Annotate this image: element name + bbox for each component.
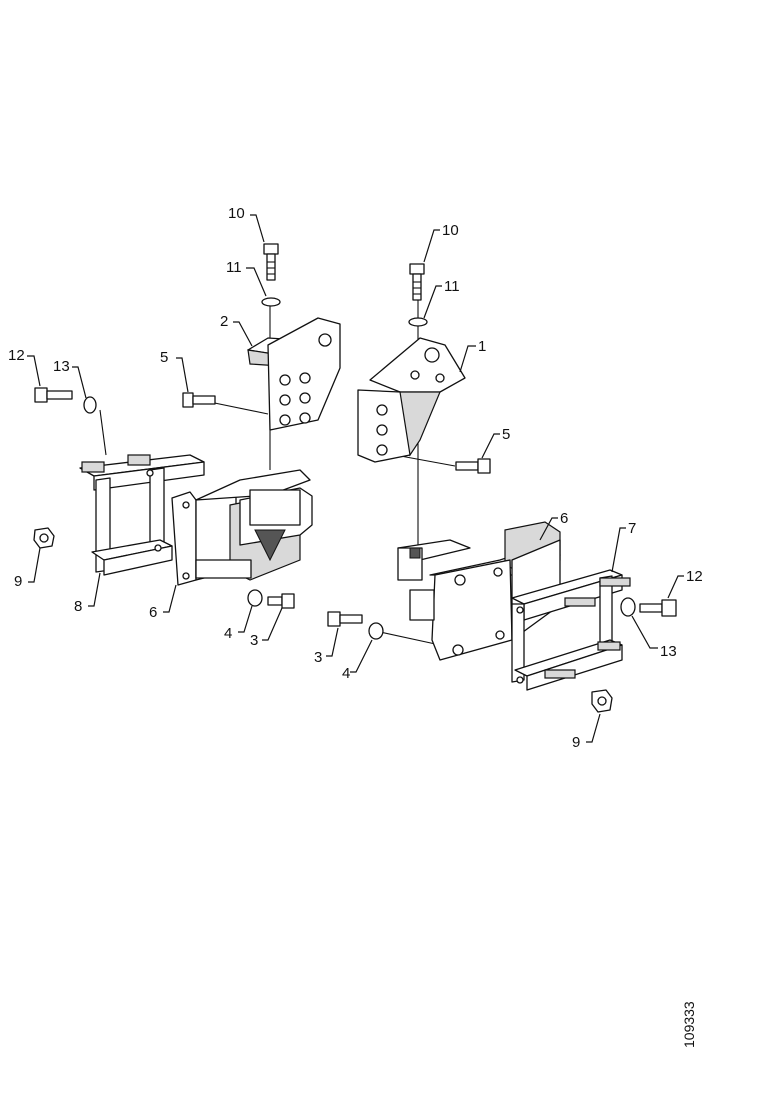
washer-4-left: [247, 589, 263, 607]
frame-7: [511, 569, 631, 691]
engine-mount-6-right: [397, 521, 561, 661]
callout-left-4: 4: [224, 625, 232, 642]
washer-13-left: [83, 396, 97, 414]
bolt-10-right: [409, 263, 425, 301]
bolt-12-right: [639, 599, 677, 617]
callout-right-5: 5: [502, 426, 510, 443]
washer-13-right: [620, 597, 636, 617]
callout-left-5: 5: [160, 349, 168, 366]
bolt-3-left: [267, 593, 295, 609]
callout-right-10: 10: [442, 222, 459, 239]
bolt-12-left: [34, 387, 73, 403]
callout-right-4: 4: [342, 665, 350, 682]
callout-right-9: 9: [572, 734, 580, 751]
washer-4-right: [368, 622, 384, 640]
bolt-10-left: [263, 243, 279, 281]
washer-11-left: [261, 297, 281, 307]
callout-right-13: 13: [660, 643, 677, 660]
bracket-1: [357, 337, 466, 463]
engine-mount-6-left: [171, 469, 313, 586]
nut-9-right: [591, 689, 613, 713]
left-assembly: [27, 214, 341, 641]
bracket-2: [247, 317, 341, 431]
document-number: 109333: [681, 1001, 697, 1048]
bolt-5-right: [455, 458, 491, 474]
frame-8: [79, 454, 205, 576]
callout-left-13: 13: [53, 358, 70, 375]
callout-left-9: 9: [14, 573, 22, 590]
nut-9-left: [33, 527, 55, 549]
callout-left-12: 12: [8, 347, 25, 364]
callout-left-8: 8: [74, 598, 82, 615]
callout-right-12: 12: [686, 568, 703, 585]
callout-right-11: 11: [444, 278, 460, 295]
callout-right-1: 1: [478, 338, 486, 355]
callout-right-3: 3: [314, 649, 322, 666]
bolt-3-right: [327, 611, 363, 627]
callout-labels: 10 11 2 5 12 13 9 8 6 4 3 10 11 1 5 6 7 …: [8, 205, 703, 751]
callout-left-10: 10: [228, 205, 245, 222]
right-assembly: [326, 229, 684, 743]
washer-11-right: [408, 317, 428, 327]
bolt-5-left: [182, 392, 216, 408]
callout-left-2: 2: [220, 313, 228, 330]
callout-right-7: 7: [628, 520, 636, 537]
callout-left-11: 11: [226, 259, 242, 276]
callout-left-3: 3: [250, 632, 258, 649]
callout-right-6: 6: [560, 510, 568, 527]
callout-left-6: 6: [149, 604, 157, 621]
